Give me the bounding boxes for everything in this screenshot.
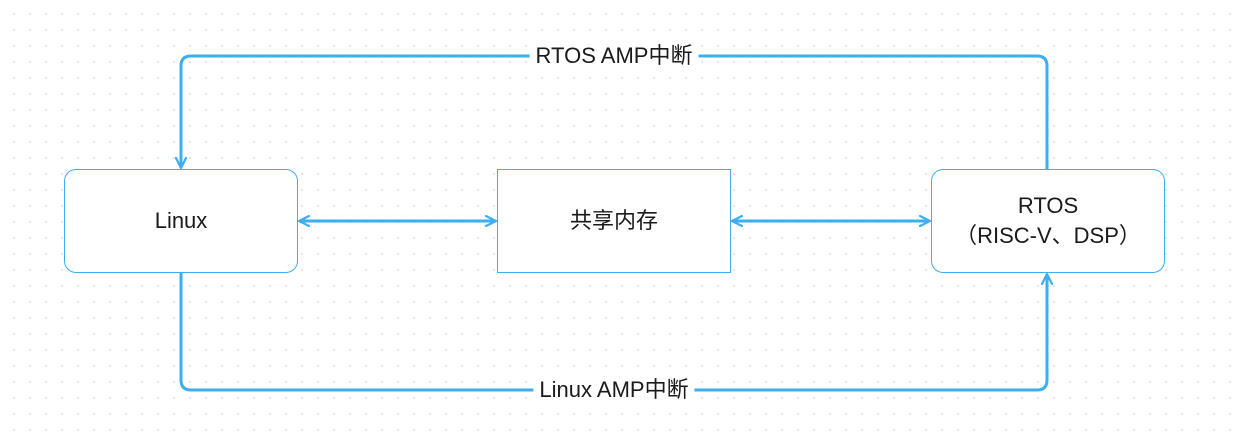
edge-rtos-to-linux bbox=[181, 54, 1049, 169]
node-rtos: RTOS （RISC-V、DSP） bbox=[931, 169, 1165, 273]
node-rtos-sublabel: （RISC-V、DSP） bbox=[955, 223, 1141, 248]
node-rtos-label: RTOS bbox=[1017, 193, 1079, 218]
edge-label-linux-amp-interrupt: Linux AMP中断 bbox=[533, 376, 695, 404]
node-linux-label: Linux bbox=[154, 208, 208, 233]
edge-label-rtos-amp-interrupt: RTOS AMP中断 bbox=[529, 42, 699, 70]
edge-linux-to-rtos bbox=[179, 273, 1047, 392]
node-shared-memory: 共享内存 bbox=[497, 169, 731, 273]
node-linux: Linux bbox=[64, 169, 298, 273]
node-shared-memory-label: 共享内存 bbox=[569, 208, 658, 233]
